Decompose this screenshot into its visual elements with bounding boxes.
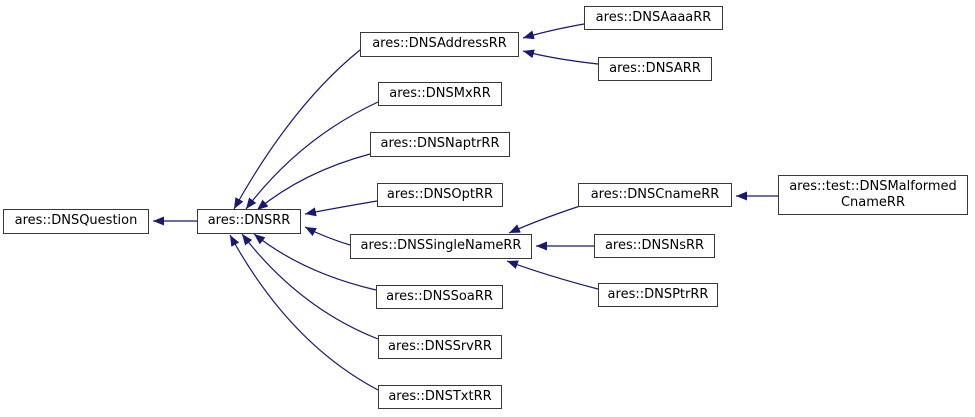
inheritance-edge-cname-single — [508, 205, 581, 234]
class-node-label: ares::DNSNsRR — [604, 237, 705, 253]
class-node-label: ares::DNSOptRR — [386, 186, 494, 202]
class-node-cname[interactable]: ares::DNSCnameRR — [578, 183, 732, 207]
inheritance-edge-srv-rr — [241, 233, 379, 340]
class-node-label: ares::DNSQuestion — [14, 213, 138, 229]
class-node-label: ares::DNSSrvRR — [388, 338, 492, 354]
class-node-label: ares::DNSSingleNameRR — [360, 238, 522, 254]
class-node-ns[interactable]: ares::DNSNsRR — [594, 234, 715, 258]
inheritance-edge-txt-rr — [229, 234, 379, 391]
class-node-addr[interactable]: ares::DNSAddressRR — [360, 32, 519, 57]
class-node-label: ares::DNSNaptrRR — [380, 136, 500, 152]
class-node-label: ares::DNSAddressRR — [372, 36, 507, 52]
class-node-label: ares::DNSMxRR — [389, 85, 491, 101]
class-node-label: ares::DNSARR — [609, 60, 701, 76]
class-node-label: ares::DNSSoaRR — [386, 288, 493, 304]
class-node-soa[interactable]: ares::DNSSoaRR — [376, 285, 503, 309]
class-node-mx[interactable]: ares::DNSMxRR — [378, 82, 502, 106]
class-node-label: ares::DNSTxtRR — [388, 388, 492, 404]
class-node-a[interactable]: ares::DNSARR — [598, 57, 712, 81]
inheritance-edge-naptr-rr — [256, 153, 371, 211]
class-node-label: ares::DNSCnameRR — [590, 186, 720, 202]
class-node-q[interactable]: ares::DNSQuestion — [3, 209, 149, 234]
class-node-single[interactable]: ares::DNSSingleNameRR — [350, 234, 532, 259]
class-node-rr[interactable]: ares::DNSRR — [197, 209, 301, 234]
class-node-ptr[interactable]: ares::DNSPtrRR — [598, 283, 718, 307]
inheritance-edge-soa-rr — [253, 233, 377, 291]
class-node-label: ares::DNSAaaaRR — [595, 9, 712, 25]
class-node-label: ares::DNSRR — [207, 213, 291, 229]
class-node-aaaa[interactable]: ares::DNSAaaaRR — [584, 6, 723, 30]
inheritance-edge-opt-rr — [304, 200, 378, 217]
inheritance-edge-a-addr — [522, 49, 599, 65]
class-node-txt[interactable]: ares::DNSTxtRR — [378, 385, 502, 409]
inheritance-edge-aaaa-addr — [522, 23, 585, 40]
inheritance-edge-addr-rr — [233, 49, 361, 210]
class-node-label: ares::DNSPtrRR — [607, 286, 709, 302]
class-node-label: ares::test::DNSMalformed CnameRR — [789, 178, 957, 210]
class-node-malformed[interactable]: ares::test::DNSMalformed CnameRR — [778, 175, 968, 215]
class-node-naptr[interactable]: ares::DNSNaptrRR — [370, 132, 510, 157]
class-node-opt[interactable]: ares::DNSOptRR — [377, 183, 503, 207]
inheritance-edge-mx-rr — [245, 101, 379, 210]
inheritance-edge-single-rr — [304, 226, 351, 246]
inheritance-edge-ptr-single — [506, 260, 599, 290]
class-node-srv[interactable]: ares::DNSSrvRR — [378, 335, 502, 359]
